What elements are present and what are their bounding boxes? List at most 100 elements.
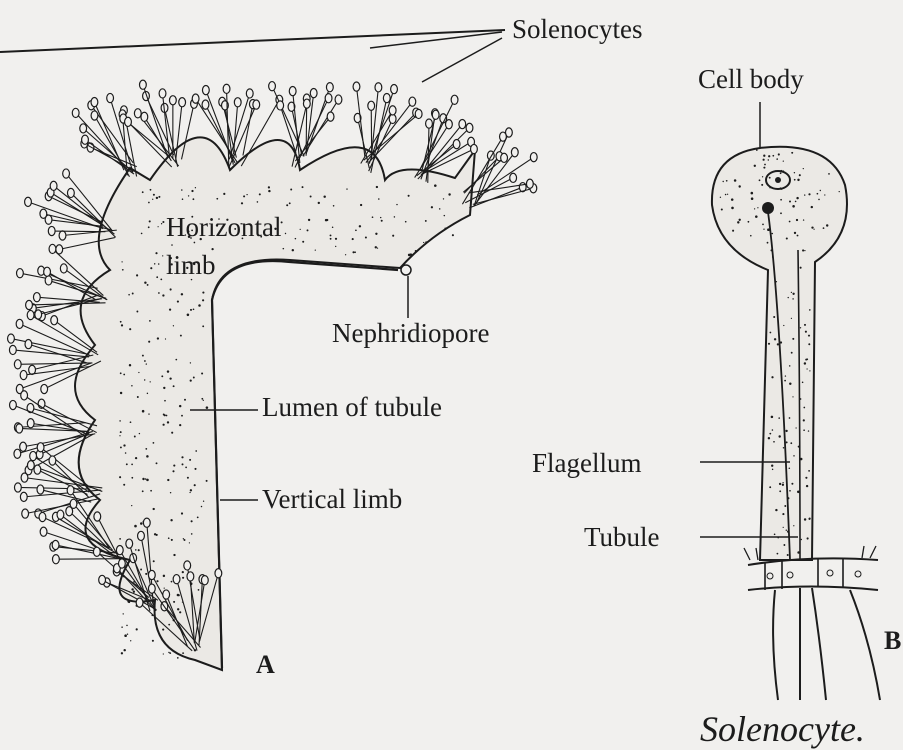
stipple-dot bbox=[181, 456, 183, 458]
solenocyte-head bbox=[530, 153, 537, 162]
stipple-dot bbox=[191, 520, 193, 522]
stipple-dot bbox=[783, 325, 784, 326]
solenocyte-head bbox=[471, 144, 478, 153]
stipple-dot bbox=[308, 219, 310, 221]
stipple-dot bbox=[173, 601, 175, 603]
stipple-dot bbox=[772, 469, 773, 470]
stipple-dot bbox=[769, 177, 771, 179]
stipple-dot bbox=[777, 343, 779, 345]
solenocyte-head bbox=[49, 456, 56, 465]
solenocyte-head bbox=[52, 540, 59, 549]
stipple-dot bbox=[146, 455, 149, 458]
stipple-dot bbox=[202, 299, 204, 301]
stipple-dot bbox=[145, 478, 147, 480]
stipple-dot bbox=[792, 298, 794, 300]
stipple-dot bbox=[202, 325, 204, 327]
solenocyte-head bbox=[501, 153, 508, 162]
stipple-dot bbox=[144, 379, 145, 380]
stipple-dot bbox=[189, 492, 190, 493]
solenocyte-head bbox=[368, 101, 375, 110]
stipple-dot bbox=[156, 276, 158, 278]
stipple-dot bbox=[768, 343, 770, 345]
stipple-dot bbox=[346, 188, 347, 189]
stipple-dot bbox=[153, 560, 155, 562]
stipple-dot bbox=[820, 190, 821, 191]
stipple-dot bbox=[169, 652, 171, 654]
solenocyte-head bbox=[126, 539, 133, 548]
stipple-dot bbox=[767, 242, 769, 244]
solenocyte-head bbox=[139, 80, 146, 89]
stipple-dot bbox=[129, 364, 131, 366]
stipple-dot bbox=[751, 192, 754, 195]
stipple-dot bbox=[162, 221, 164, 223]
stipple-dot bbox=[787, 497, 789, 499]
stipple-dot bbox=[332, 227, 334, 229]
solenocyte-head bbox=[138, 531, 145, 540]
solenocyte-head bbox=[59, 231, 66, 240]
stipple-dot bbox=[771, 416, 774, 419]
stipple-dot bbox=[201, 398, 203, 400]
stipple-dot bbox=[135, 457, 137, 459]
stipple-dot bbox=[786, 237, 788, 239]
solenocyte-head bbox=[391, 84, 398, 93]
stipple-dot bbox=[769, 187, 770, 188]
stipple-dot bbox=[173, 465, 175, 467]
stipple-dot bbox=[375, 233, 377, 235]
stipple-dot bbox=[792, 396, 793, 397]
stipple-dot bbox=[380, 217, 381, 218]
stipple-dot bbox=[193, 377, 195, 379]
stipple-dot bbox=[797, 179, 799, 181]
solenocyte-stalk bbox=[56, 559, 120, 560]
solenocyte-head bbox=[459, 119, 466, 128]
stipple-dot bbox=[792, 205, 795, 208]
solenocyte-head bbox=[432, 110, 439, 119]
solenocyte-head bbox=[63, 169, 70, 178]
stipple-dot bbox=[444, 215, 445, 216]
stipple-dot bbox=[787, 530, 789, 532]
stipple-dot bbox=[804, 194, 805, 195]
stipple-dot bbox=[216, 198, 218, 200]
solenocyte-head bbox=[16, 424, 23, 433]
stipple-dot bbox=[372, 216, 374, 218]
stipple-dot bbox=[788, 297, 789, 298]
stipple-dot bbox=[150, 267, 152, 269]
stipple-dot bbox=[134, 436, 136, 438]
stipple-dot bbox=[131, 477, 133, 479]
solenocyte-head bbox=[510, 173, 517, 182]
stipple-dot bbox=[121, 652, 123, 654]
stipple-dot bbox=[800, 267, 802, 269]
stipple-dot bbox=[780, 172, 782, 174]
stipple-dot bbox=[396, 204, 397, 205]
stipple-dot bbox=[142, 355, 144, 357]
solenocyte-stalk bbox=[234, 102, 238, 154]
stipple-dot bbox=[138, 372, 139, 373]
stipple-dot bbox=[315, 249, 316, 250]
stipple-dot bbox=[355, 229, 357, 231]
label-limb: limb bbox=[166, 252, 216, 279]
solenocyte-head bbox=[389, 114, 396, 123]
stipple-dot bbox=[768, 437, 770, 439]
stipple-dot bbox=[154, 533, 156, 535]
stipple-dot bbox=[748, 221, 750, 223]
stipple-dot bbox=[163, 653, 164, 654]
nephridium-a bbox=[8, 80, 538, 670]
stipple-dot bbox=[751, 197, 754, 200]
stipple-dot bbox=[123, 374, 125, 376]
solenocyte-head bbox=[25, 197, 32, 206]
stipple-dot bbox=[145, 448, 147, 450]
stipple-dot bbox=[784, 380, 786, 382]
stipple-dot bbox=[131, 588, 133, 590]
stipple-dot bbox=[769, 433, 771, 435]
stipple-dot bbox=[806, 368, 807, 369]
stipple-dot bbox=[168, 624, 170, 626]
stipple-dot bbox=[797, 491, 800, 494]
stipple-dot bbox=[782, 484, 784, 486]
solenocyte-head bbox=[116, 545, 123, 554]
solenocyte-head bbox=[20, 442, 27, 451]
stipple-dot bbox=[772, 233, 774, 235]
stipple-dot bbox=[171, 432, 173, 434]
solenocyte-head bbox=[49, 244, 56, 253]
stipple-dot bbox=[392, 235, 394, 237]
solenocyte-stalk bbox=[24, 490, 101, 497]
